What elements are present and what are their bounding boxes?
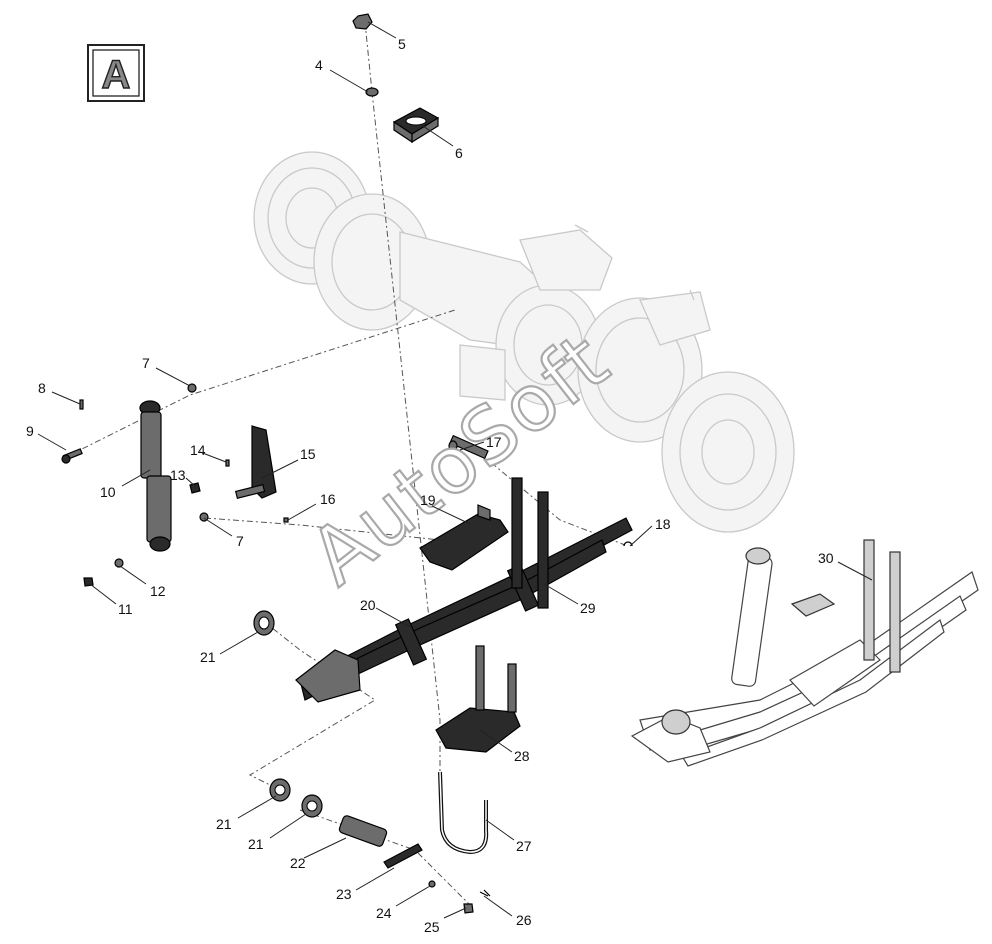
part-28-plate <box>435 645 521 753</box>
leader-lines <box>37 21 873 919</box>
callout-25: 25 <box>424 919 440 935</box>
callout-5: 5 <box>398 36 406 52</box>
assembled-suspension-view <box>630 539 979 767</box>
callout-17: 17 <box>486 434 502 450</box>
callout-29: 29 <box>580 600 596 616</box>
callout-7-lower: 7 <box>236 533 244 549</box>
part-19-saddle <box>419 504 509 571</box>
view-badge: A <box>87 44 145 102</box>
part-5-nut <box>352 13 373 30</box>
callout-11: 11 <box>118 601 133 617</box>
callout-22: 22 <box>290 855 306 871</box>
axle-housing-ghost <box>253 151 795 533</box>
callout-27: 27 <box>516 838 532 854</box>
callout-21-middle: 21 <box>216 816 232 832</box>
callout-24: 24 <box>376 905 392 921</box>
part-23-bar <box>383 843 423 869</box>
part-15-bracket <box>234 425 277 499</box>
view-badge-letter: A <box>102 53 131 97</box>
callout-14: 14 <box>190 442 206 458</box>
part-27-u-bolt <box>438 771 489 855</box>
callout-10: 10 <box>100 484 116 500</box>
callout-4: 4 <box>315 57 323 73</box>
callout-26: 26 <box>516 912 532 928</box>
callout-6: 6 <box>455 145 463 161</box>
part-21-washers <box>253 610 323 818</box>
callout-15: 15 <box>300 446 316 462</box>
callout-12: 12 <box>150 583 166 599</box>
callout-21-upper: 21 <box>200 649 216 665</box>
part-29-hanger <box>511 477 549 609</box>
part-10-shock-absorber <box>139 400 172 552</box>
callout-7: 7 <box>142 355 150 371</box>
shock-fasteners <box>61 383 289 587</box>
callout-labels: 5 4 6 7 8 9 10 14 15 13 16 7 12 11 17 19… <box>26 36 834 935</box>
callout-20: 20 <box>360 597 376 613</box>
callout-18: 18 <box>655 516 671 532</box>
callout-8: 8 <box>38 380 46 396</box>
callout-21-lower: 21 <box>248 836 264 852</box>
part-24-25-26-fasteners <box>428 880 491 914</box>
callout-19: 19 <box>420 492 436 508</box>
callout-16: 16 <box>320 491 336 507</box>
callout-30: 30 <box>818 550 834 566</box>
part-4-washer <box>365 87 379 97</box>
callout-28: 28 <box>514 748 530 764</box>
part-22-pin <box>338 815 388 847</box>
callout-9: 9 <box>26 423 34 439</box>
callout-13: 13 <box>170 467 186 483</box>
callout-23: 23 <box>336 886 352 902</box>
part-6-pad <box>392 107 440 144</box>
